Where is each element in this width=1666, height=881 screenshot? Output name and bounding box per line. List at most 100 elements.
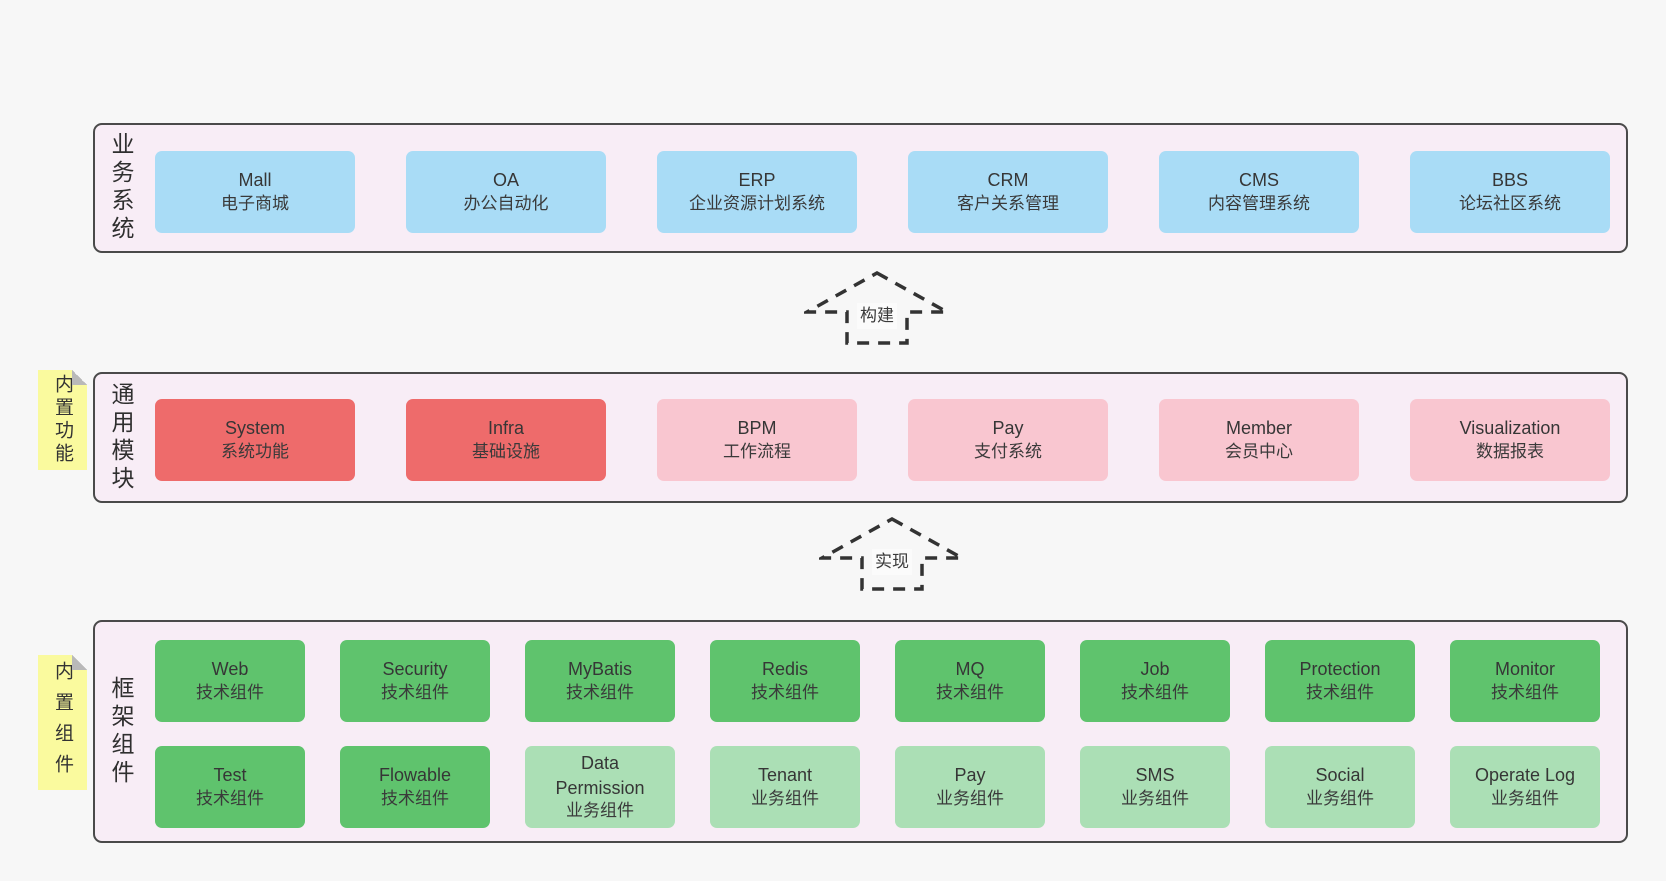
box-subtitle: 支付系统 bbox=[974, 441, 1042, 461]
box-title: MQ bbox=[955, 659, 985, 680]
box-title: Redis bbox=[761, 659, 809, 680]
arrow-build-label: 构建 bbox=[857, 303, 897, 329]
box-title: Member bbox=[1225, 418, 1292, 439]
box-subtitle: 客户关系管理 bbox=[957, 193, 1059, 213]
box-subtitle: 技术组件 bbox=[1491, 682, 1559, 702]
box-mybatis: MyBatis 技术组件 bbox=[525, 640, 675, 722]
box-title: Data Permission bbox=[555, 753, 645, 798]
box-tenant: Tenant 业务组件 bbox=[710, 746, 860, 828]
box-title: OA bbox=[492, 170, 519, 191]
box-title: Web bbox=[211, 659, 249, 680]
box-title: CMS bbox=[1239, 170, 1279, 191]
box-title: Pay bbox=[954, 765, 986, 786]
box-subtitle: 电子商城 bbox=[221, 193, 289, 213]
box-cms: CMS 内容管理系统 bbox=[1159, 151, 1359, 233]
box-title: BPM bbox=[737, 418, 777, 439]
box-title: BBS bbox=[1491, 170, 1529, 191]
sticky-note-built-in-features: 内置功能 bbox=[38, 370, 87, 470]
arrow-implement-icon: 实现 bbox=[819, 516, 965, 592]
box-pay-component: Pay 业务组件 bbox=[895, 746, 1045, 828]
box-title: Visualization bbox=[1459, 418, 1561, 439]
box-protection: Protection 技术组件 bbox=[1265, 640, 1415, 722]
band-modules-label: 通用模块 bbox=[108, 381, 134, 494]
box-monitor: Monitor 技术组件 bbox=[1450, 640, 1600, 722]
box-erp: ERP 企业资源计划系统 bbox=[657, 151, 857, 233]
box-title: Tenant bbox=[757, 765, 813, 786]
box-social: Social 业务组件 bbox=[1265, 746, 1415, 828]
box-title: Protection bbox=[1299, 659, 1381, 680]
box-flowable: Flowable 技术组件 bbox=[340, 746, 490, 828]
box-title: SMS bbox=[1135, 765, 1175, 786]
box-title: Job bbox=[1140, 659, 1170, 680]
box-web: Web 技术组件 bbox=[155, 640, 305, 722]
box-title: Mall bbox=[238, 170, 272, 191]
box-bpm: BPM 工作流程 bbox=[657, 399, 857, 481]
box-title: Social bbox=[1315, 765, 1365, 786]
dashed-up-arrow-icon bbox=[819, 516, 965, 591]
box-subtitle: 技术组件 bbox=[751, 682, 819, 702]
sticky-label: 内置功能 bbox=[52, 374, 73, 466]
box-data-permission: Data Permission 业务组件 bbox=[525, 746, 675, 828]
box-test: Test 技术组件 bbox=[155, 746, 305, 828]
box-title: Security bbox=[382, 659, 448, 680]
box-title: Infra bbox=[487, 418, 525, 439]
band-business-label: 业务系统 bbox=[108, 132, 134, 244]
component-boxes-row-2: Test 技术组件 Flowable 技术组件 Data Permission … bbox=[155, 746, 1600, 828]
box-security: Security 技术组件 bbox=[340, 640, 490, 722]
box-title: Monitor bbox=[1494, 659, 1556, 680]
box-pay-module: Pay 支付系统 bbox=[908, 399, 1108, 481]
box-subtitle: 技术组件 bbox=[1121, 682, 1189, 702]
arrow-build-icon: 构建 bbox=[804, 270, 950, 346]
box-subtitle: 技术组件 bbox=[381, 788, 449, 808]
box-subtitle: 业务组件 bbox=[1491, 788, 1559, 808]
module-boxes-row: System 系统功能 Infra 基础设施 BPM 工作流程 Pay 支付系统… bbox=[155, 399, 1610, 481]
band-framework-components: 框架组件 Web 技术组件 Security 技术组件 MyBatis 技术组件… bbox=[93, 620, 1628, 843]
band-components-label: 框架组件 bbox=[108, 675, 134, 788]
box-subtitle: 基础设施 bbox=[472, 441, 540, 461]
box-mq: MQ 技术组件 bbox=[895, 640, 1045, 722]
box-subtitle: 技术组件 bbox=[196, 682, 264, 702]
box-subtitle: 业务组件 bbox=[1121, 788, 1189, 808]
band-business-systems: 业务系统 Mall 电子商城 OA 办公自动化 ERP 企业资源计划系统 CRM… bbox=[93, 123, 1628, 253]
sticky-note-built-in-components: 内置组件 bbox=[38, 655, 87, 790]
component-boxes-row-1: Web 技术组件 Security 技术组件 MyBatis 技术组件 Redi… bbox=[155, 640, 1600, 722]
box-subtitle: 论坛社区系统 bbox=[1459, 193, 1561, 213]
box-subtitle: 会员中心 bbox=[1225, 441, 1293, 461]
box-title: Pay bbox=[992, 418, 1024, 439]
box-infra: Infra 基础设施 bbox=[406, 399, 606, 481]
box-subtitle: 技术组件 bbox=[381, 682, 449, 702]
box-subtitle: 技术组件 bbox=[1306, 682, 1374, 702]
box-title: System bbox=[224, 418, 285, 439]
box-title: CRM bbox=[987, 170, 1029, 191]
box-subtitle: 企业资源计划系统 bbox=[689, 193, 825, 213]
sticky-label: 内置组件 bbox=[52, 660, 73, 785]
box-bbs: BBS 论坛社区系统 bbox=[1410, 151, 1610, 233]
box-oa: OA 办公自动化 bbox=[406, 151, 606, 233]
box-title: Operate Log bbox=[1474, 765, 1576, 786]
box-subtitle: 办公自动化 bbox=[463, 193, 549, 213]
box-redis: Redis 技术组件 bbox=[710, 640, 860, 722]
box-title: ERP bbox=[738, 170, 776, 191]
box-subtitle: 技术组件 bbox=[936, 682, 1004, 702]
box-subtitle: 工作流程 bbox=[723, 441, 791, 461]
box-operate-log: Operate Log 业务组件 bbox=[1450, 746, 1600, 828]
business-boxes-row: Mall 电子商城 OA 办公自动化 ERP 企业资源计划系统 CRM 客户关系… bbox=[155, 151, 1610, 233]
box-title: MyBatis bbox=[567, 659, 632, 680]
box-subtitle: 内容管理系统 bbox=[1208, 193, 1310, 213]
box-subtitle: 业务组件 bbox=[751, 788, 819, 808]
arrow-implement-label: 实现 bbox=[872, 549, 912, 575]
box-crm: CRM 客户关系管理 bbox=[908, 151, 1108, 233]
box-member: Member 会员中心 bbox=[1159, 399, 1359, 481]
box-title: Flowable bbox=[378, 765, 452, 786]
box-subtitle: 技术组件 bbox=[196, 788, 264, 808]
box-subtitle: 业务组件 bbox=[936, 788, 1004, 808]
box-system: System 系统功能 bbox=[155, 399, 355, 481]
dashed-up-arrow-icon bbox=[804, 270, 950, 345]
box-mall: Mall 电子商城 bbox=[155, 151, 355, 233]
box-visualization: Visualization 数据报表 bbox=[1410, 399, 1610, 481]
box-subtitle: 技术组件 bbox=[566, 682, 634, 702]
box-title: Test bbox=[213, 765, 247, 786]
box-subtitle: 业务组件 bbox=[566, 800, 634, 820]
band-common-modules: 通用模块 System 系统功能 Infra 基础设施 BPM 工作流程 Pay… bbox=[93, 372, 1628, 503]
